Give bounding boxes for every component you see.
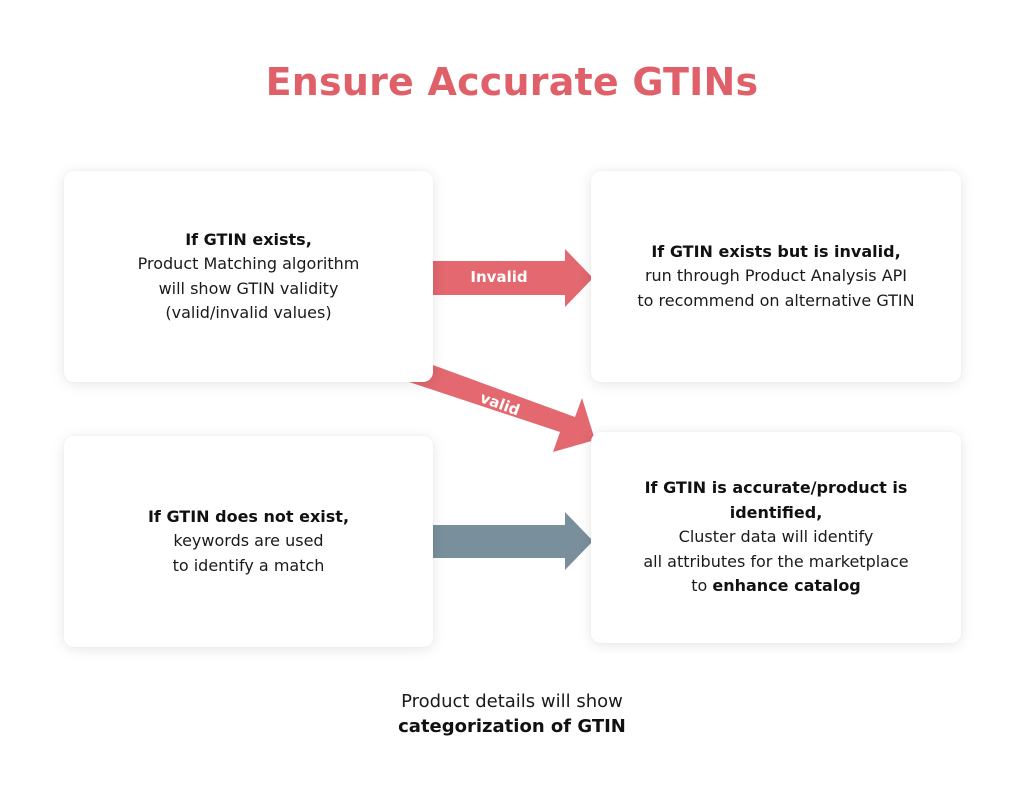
card-gtin-missing-heading: If GTIN does not exist,: [147, 506, 350, 526]
valid-arrow: [403, 357, 595, 452]
page-title: Ensure Accurate GTINs: [265, 60, 759, 104]
footer-line: Product details will show: [401, 691, 623, 712]
invalid-arrow: [433, 249, 593, 307]
card-gtin-accurate: If GTIN is accurate/product is identifie…: [591, 432, 961, 643]
card-gtin-accurate-line: Cluster data will identify: [678, 527, 874, 547]
card-gtin-accurate-line: all attributes for the marketplace: [643, 551, 909, 571]
card-gtin-accurate-line3: to enhance catalog: [691, 574, 861, 599]
card-gtin-invalid-heading: If GTIN exists but is invalid,: [651, 241, 901, 261]
card-gtin-accurate-line3-bold: enhance catalog: [712, 576, 861, 596]
card-gtin-invalid-line: run through Product Analysis API: [644, 266, 908, 286]
footer-line-bold: categorization of GTIN: [398, 716, 626, 737]
card-gtin-exists-line: (valid/invalid values): [165, 303, 332, 322]
card-gtin-invalid: If GTIN exists but is invalid, run throu…: [591, 171, 961, 382]
card-gtin-missing-line: keywords are used: [173, 531, 324, 551]
card-gtin-missing: If GTIN does not exist, keywords are use…: [64, 436, 433, 647]
card-gtin-invalid-line: to recommend on alternative GTIN: [637, 290, 915, 310]
card-gtin-exists: If GTIN exists, Product Matching algorit…: [64, 171, 433, 382]
no-gtin-arrow: [433, 512, 593, 570]
card-gtin-accurate-line3-prefix: to: [691, 576, 713, 596]
card-gtin-exists-heading: If GTIN exists,: [185, 229, 312, 249]
footer-note: Product details will show categorization…: [0, 689, 1024, 739]
card-gtin-missing-line: to identify a match: [172, 555, 325, 575]
card-gtin-accurate-heading: If GTIN is accurate/product is identifie…: [644, 478, 908, 522]
invalid-arrow-label: Invalid: [470, 268, 527, 286]
card-gtin-exists-line: Product Matching algorithm: [137, 254, 360, 273]
card-gtin-exists-line: will show GTIN validity: [158, 278, 339, 298]
